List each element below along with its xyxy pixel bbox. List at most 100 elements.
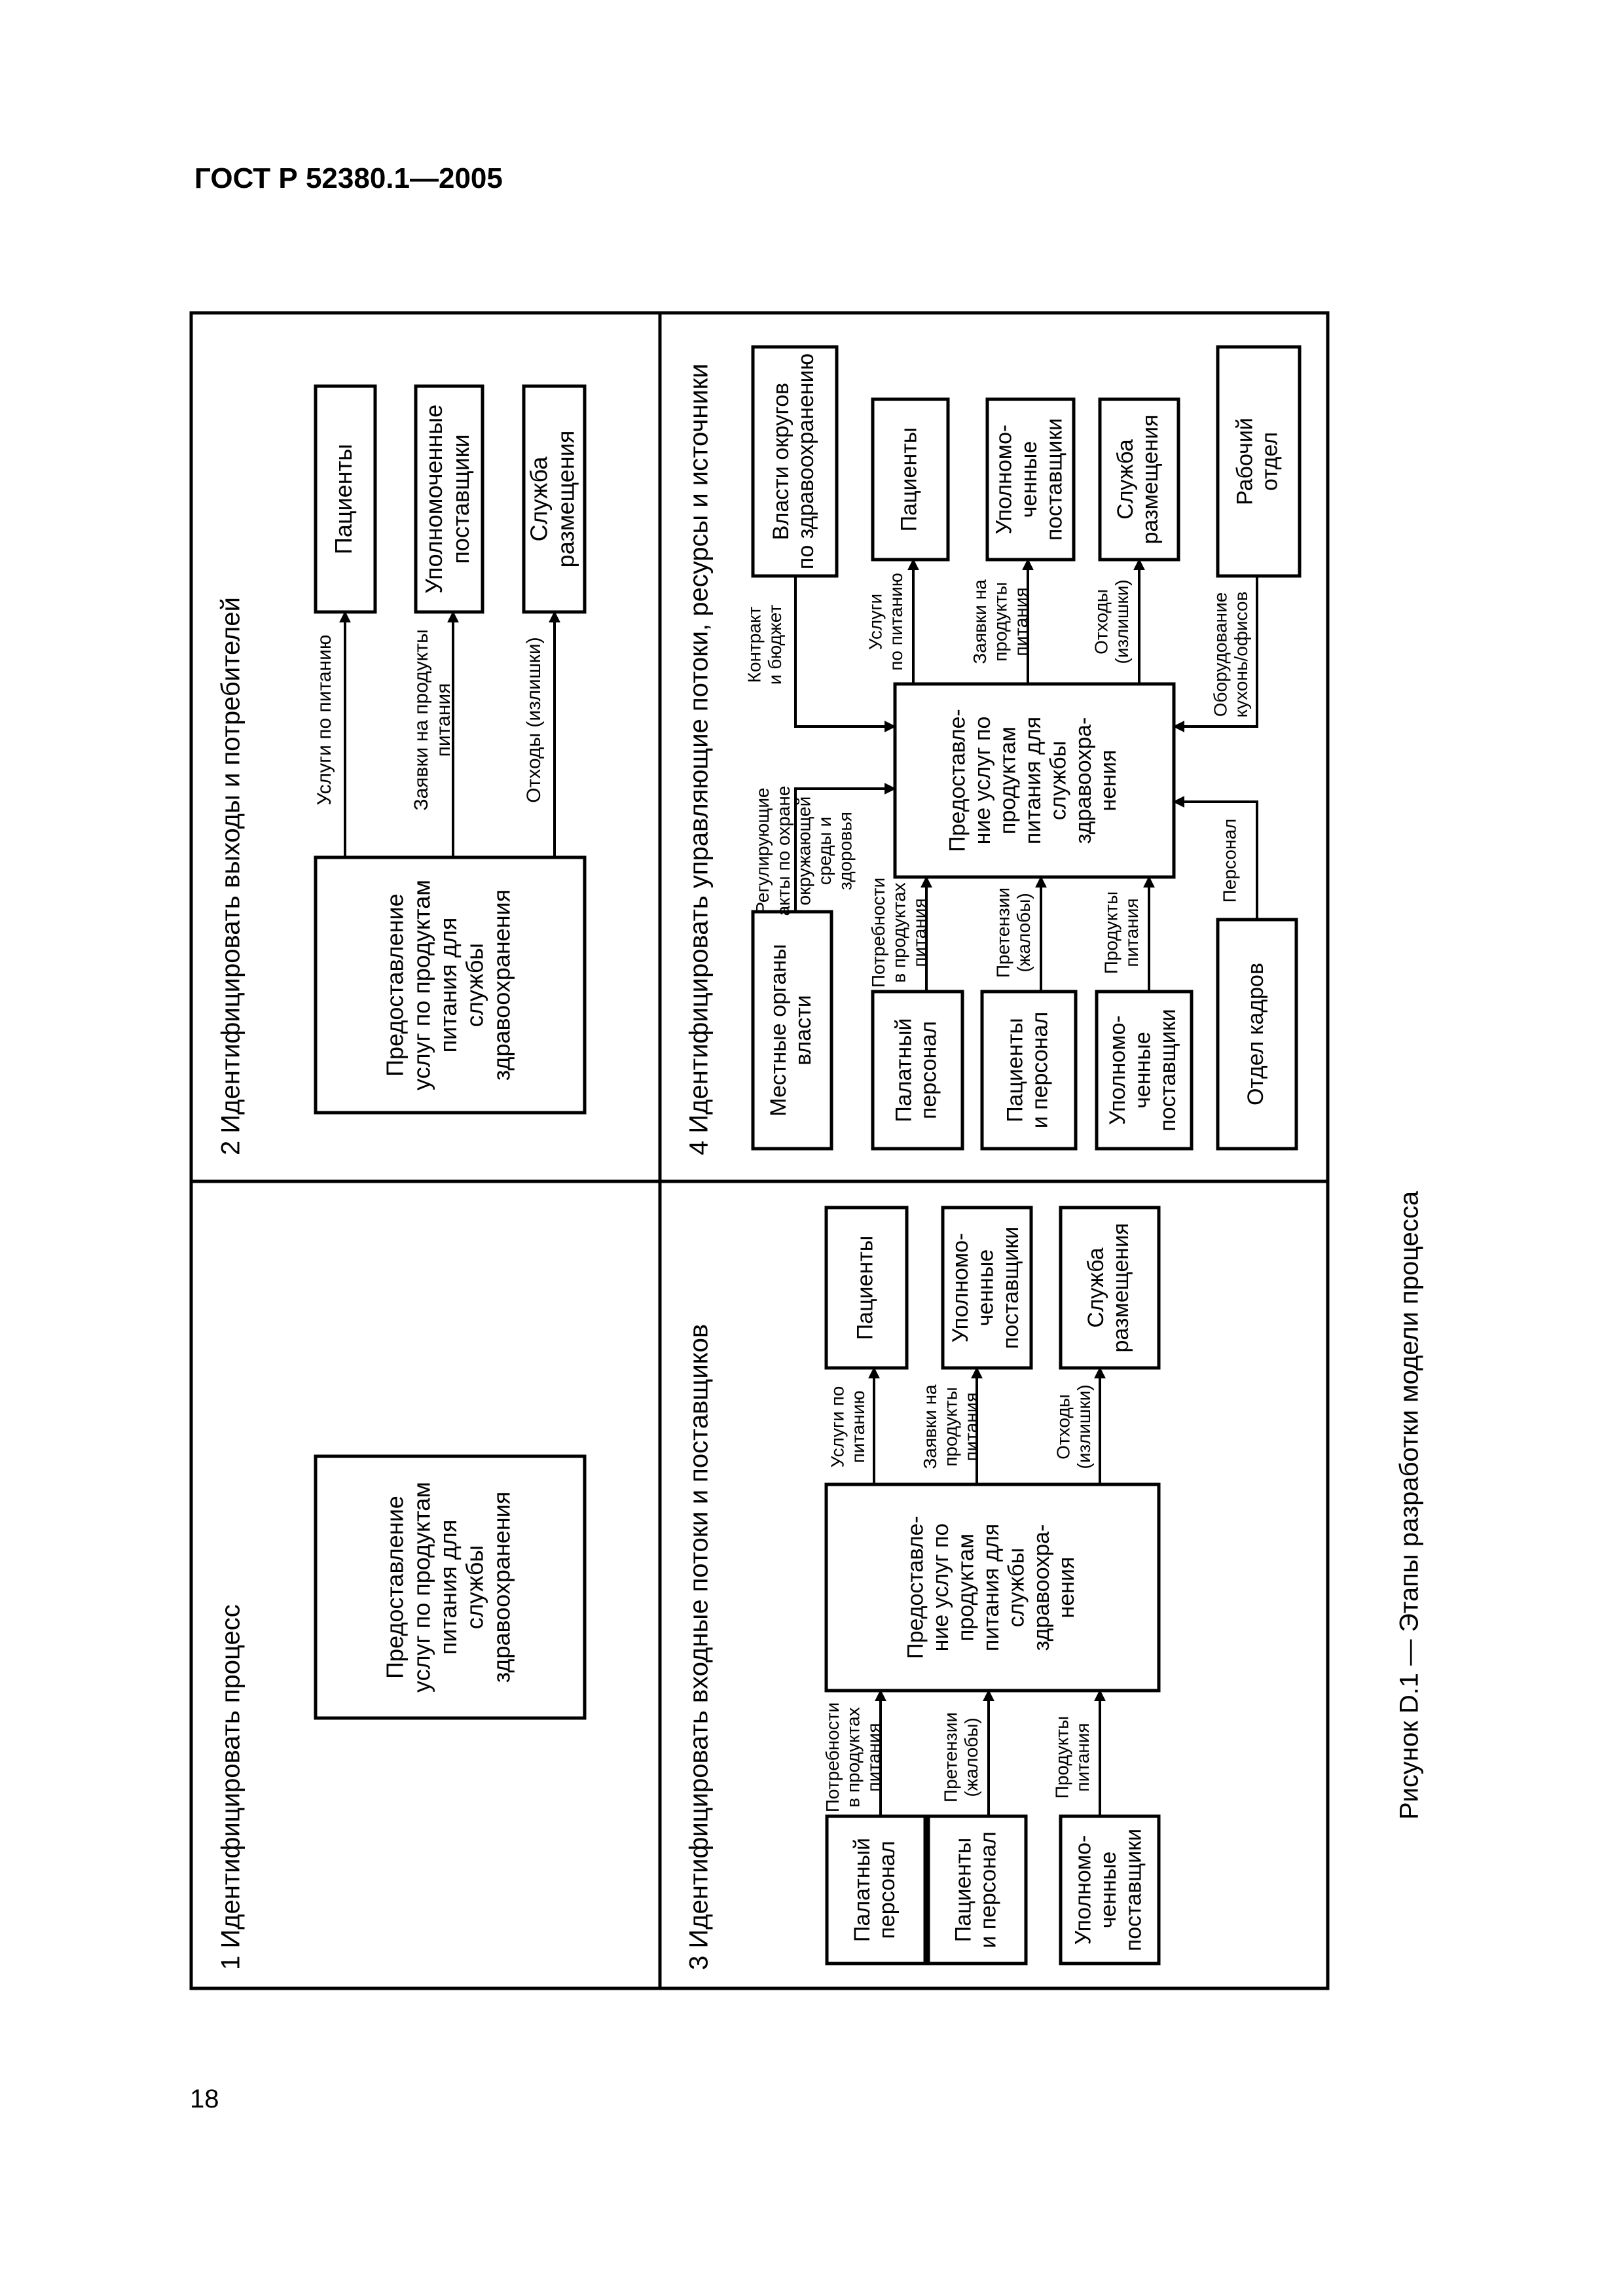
p3-input-flow-2-line: Претензии xyxy=(941,1712,961,1803)
p4-works-flow-line: Оборудование xyxy=(1211,592,1231,717)
p2-output-box-1 xyxy=(314,384,377,614)
p4-output-box-2-text-line: поставщики xyxy=(1042,418,1067,541)
p3-input-box-1-text-line: Палатный xyxy=(850,1838,875,1942)
panel-1-title-line: 1 Идентифицировать процесс xyxy=(217,1604,246,1970)
p3-process-box-text-line: Предоставле- xyxy=(903,1516,928,1659)
p2-output-box-2-text-line: поставщики xyxy=(447,434,474,564)
p2-process-box-text-line: здравоохранения xyxy=(488,889,515,1081)
p4-authority-flow-line: здоровья xyxy=(835,812,856,890)
p2-output-box-1-text-line: Пациенты xyxy=(330,444,357,554)
p3-input-box-2-text-line: и персонал xyxy=(976,1831,1001,1948)
panel-4-title-line: 4 Идентифицировать управляющие потоки, р… xyxy=(685,363,714,1155)
p3-input-box-3-text-line: поставщики xyxy=(1121,1829,1146,1951)
p3-input-box-3-text-line: Уполномо- xyxy=(1071,1835,1096,1945)
p3-process-box-text-line: здравоохра- xyxy=(1029,1524,1054,1651)
p2-output-flow-2-line: питания xyxy=(433,683,454,757)
p2-output-flow-2-line: Заявки на продукты xyxy=(410,629,432,810)
p2-process-box-text-line: службы xyxy=(462,943,488,1027)
p4-process-box-text-line: службы xyxy=(1046,741,1070,820)
p4-input-flow-1-line: Потребности xyxy=(868,878,888,988)
panel-3-title-line: 3 Идентифицировать входные потоки и пост… xyxy=(685,1324,714,1970)
p4-authority-flow-line: окружающей xyxy=(793,797,814,906)
p4-output-box-3-text-line: размещения xyxy=(1138,415,1163,545)
p2-output-box-3 xyxy=(522,384,587,614)
p3-input-box-2-text-line: Пациенты xyxy=(951,1838,976,1943)
p4-hr-flow-line: Персонал xyxy=(1219,819,1239,903)
p4-process-box-text-line: нения xyxy=(1096,750,1121,812)
p4-district-flow-line: Контракт xyxy=(744,606,765,683)
p2-output-flow-3-line: Отходы (излишки) xyxy=(523,637,545,803)
p3-process-box-text-line: ние услуг по xyxy=(928,1524,953,1652)
p4-hr-box-text: Отдел кадров xyxy=(1243,963,1268,1105)
p4-input-flow-2-line: (жалобы) xyxy=(1013,893,1034,972)
panel-1-title: 1 Идентифицировать процесс xyxy=(217,1604,246,1970)
p3-input-flow-2: Претензии(жалобы) xyxy=(941,1712,982,1803)
p4-output-box-2-text-line: ченные xyxy=(1017,441,1042,518)
p3-input-box-1-text-line: персонал xyxy=(875,1840,900,1939)
p3-input-flow-1-line: Потребности xyxy=(822,1702,843,1812)
p3-input-box-1 xyxy=(825,1814,927,1965)
p1-process-box xyxy=(314,1454,587,1720)
p3-input-flow-3-line: питания xyxy=(1072,1723,1093,1791)
p4-input-box-3 xyxy=(1095,990,1194,1151)
p4-authority-box-text-line: Местные органы xyxy=(766,944,791,1116)
p4-output-flow-1-line: по питанию xyxy=(886,573,906,671)
p2-output-flow-1-line: Услуги по питанию xyxy=(314,635,335,806)
p2-output-flow-3: Отходы (излишки) xyxy=(523,637,545,803)
p4-input-box-1 xyxy=(871,990,964,1151)
p4-input-box-1-text-line: персонал xyxy=(917,1021,941,1119)
panel-2-title: 2 Идентифицировать выходы и потребителей xyxy=(217,597,246,1155)
p2-output-box-2 xyxy=(414,384,484,614)
p4-output-flow-1-line: Услуги xyxy=(866,594,886,650)
p4-output-box-2 xyxy=(985,397,1076,562)
p4-hr-box-text-line: Отдел кадров xyxy=(1243,963,1268,1105)
p2-output-box-2-text-line: Уполномоченные xyxy=(420,404,447,594)
panel-3-title: 3 Идентифицировать входные потоки и пост… xyxy=(685,1324,714,1970)
p4-input-flow-1-line: в продуктах xyxy=(888,882,909,982)
p2-output-box-1-text: Пациенты xyxy=(330,444,357,554)
p3-process-box-text-line: продуктам xyxy=(954,1534,979,1641)
p3-output-flow-1-line: питанию xyxy=(848,1391,868,1463)
p2-output-flow-1: Услуги по питанию xyxy=(314,635,335,806)
p3-output-flow-2-line: Заявки на xyxy=(920,1384,940,1469)
p4-hr-flow: Персонал xyxy=(1219,819,1239,903)
p3-output-flow-3: Отходы(излишки) xyxy=(1053,1384,1095,1469)
p4-process-box-text-line: продуктам xyxy=(996,726,1021,834)
p4-output-box-1-text-line: Пациенты xyxy=(896,427,921,532)
p4-process-box-text-line: ние услуг по xyxy=(970,717,995,845)
p3-output-box-3 xyxy=(1059,1206,1161,1370)
p3-output-box-1 xyxy=(824,1206,909,1370)
p4-output-flow-2-line: продукты xyxy=(990,582,1010,662)
p3-output-box-1-text: Пациенты xyxy=(852,1236,877,1340)
p1-process-box-text-line: Предоставление xyxy=(382,1496,409,1679)
p3-output-flow-1-line: Услуги по xyxy=(828,1386,848,1468)
p4-works-line xyxy=(1173,576,1258,732)
p4-process-box-text-line: здравоохра- xyxy=(1071,717,1096,844)
p3-output-box-3-text-line: Служба xyxy=(1084,1247,1108,1328)
p4-output-box-3-text-line: Служба xyxy=(1113,439,1138,520)
p3-input-flow-1-line: в продуктах xyxy=(843,1707,863,1807)
p4-input-box-3-text-line: поставщики xyxy=(1156,1009,1180,1131)
p4-district-box-text-line: Власти округов xyxy=(769,383,793,540)
p4-output-flow-3: Отходы(излишки) xyxy=(1091,579,1133,664)
p4-authority-flow-line: акты по охране xyxy=(773,786,793,916)
p4-input-flow-3-line: Продукты xyxy=(1101,891,1122,975)
p2-process-box-text-line: услуг по продуктам xyxy=(408,880,435,1090)
p4-output-flow-3-line: Отходы xyxy=(1091,589,1112,655)
